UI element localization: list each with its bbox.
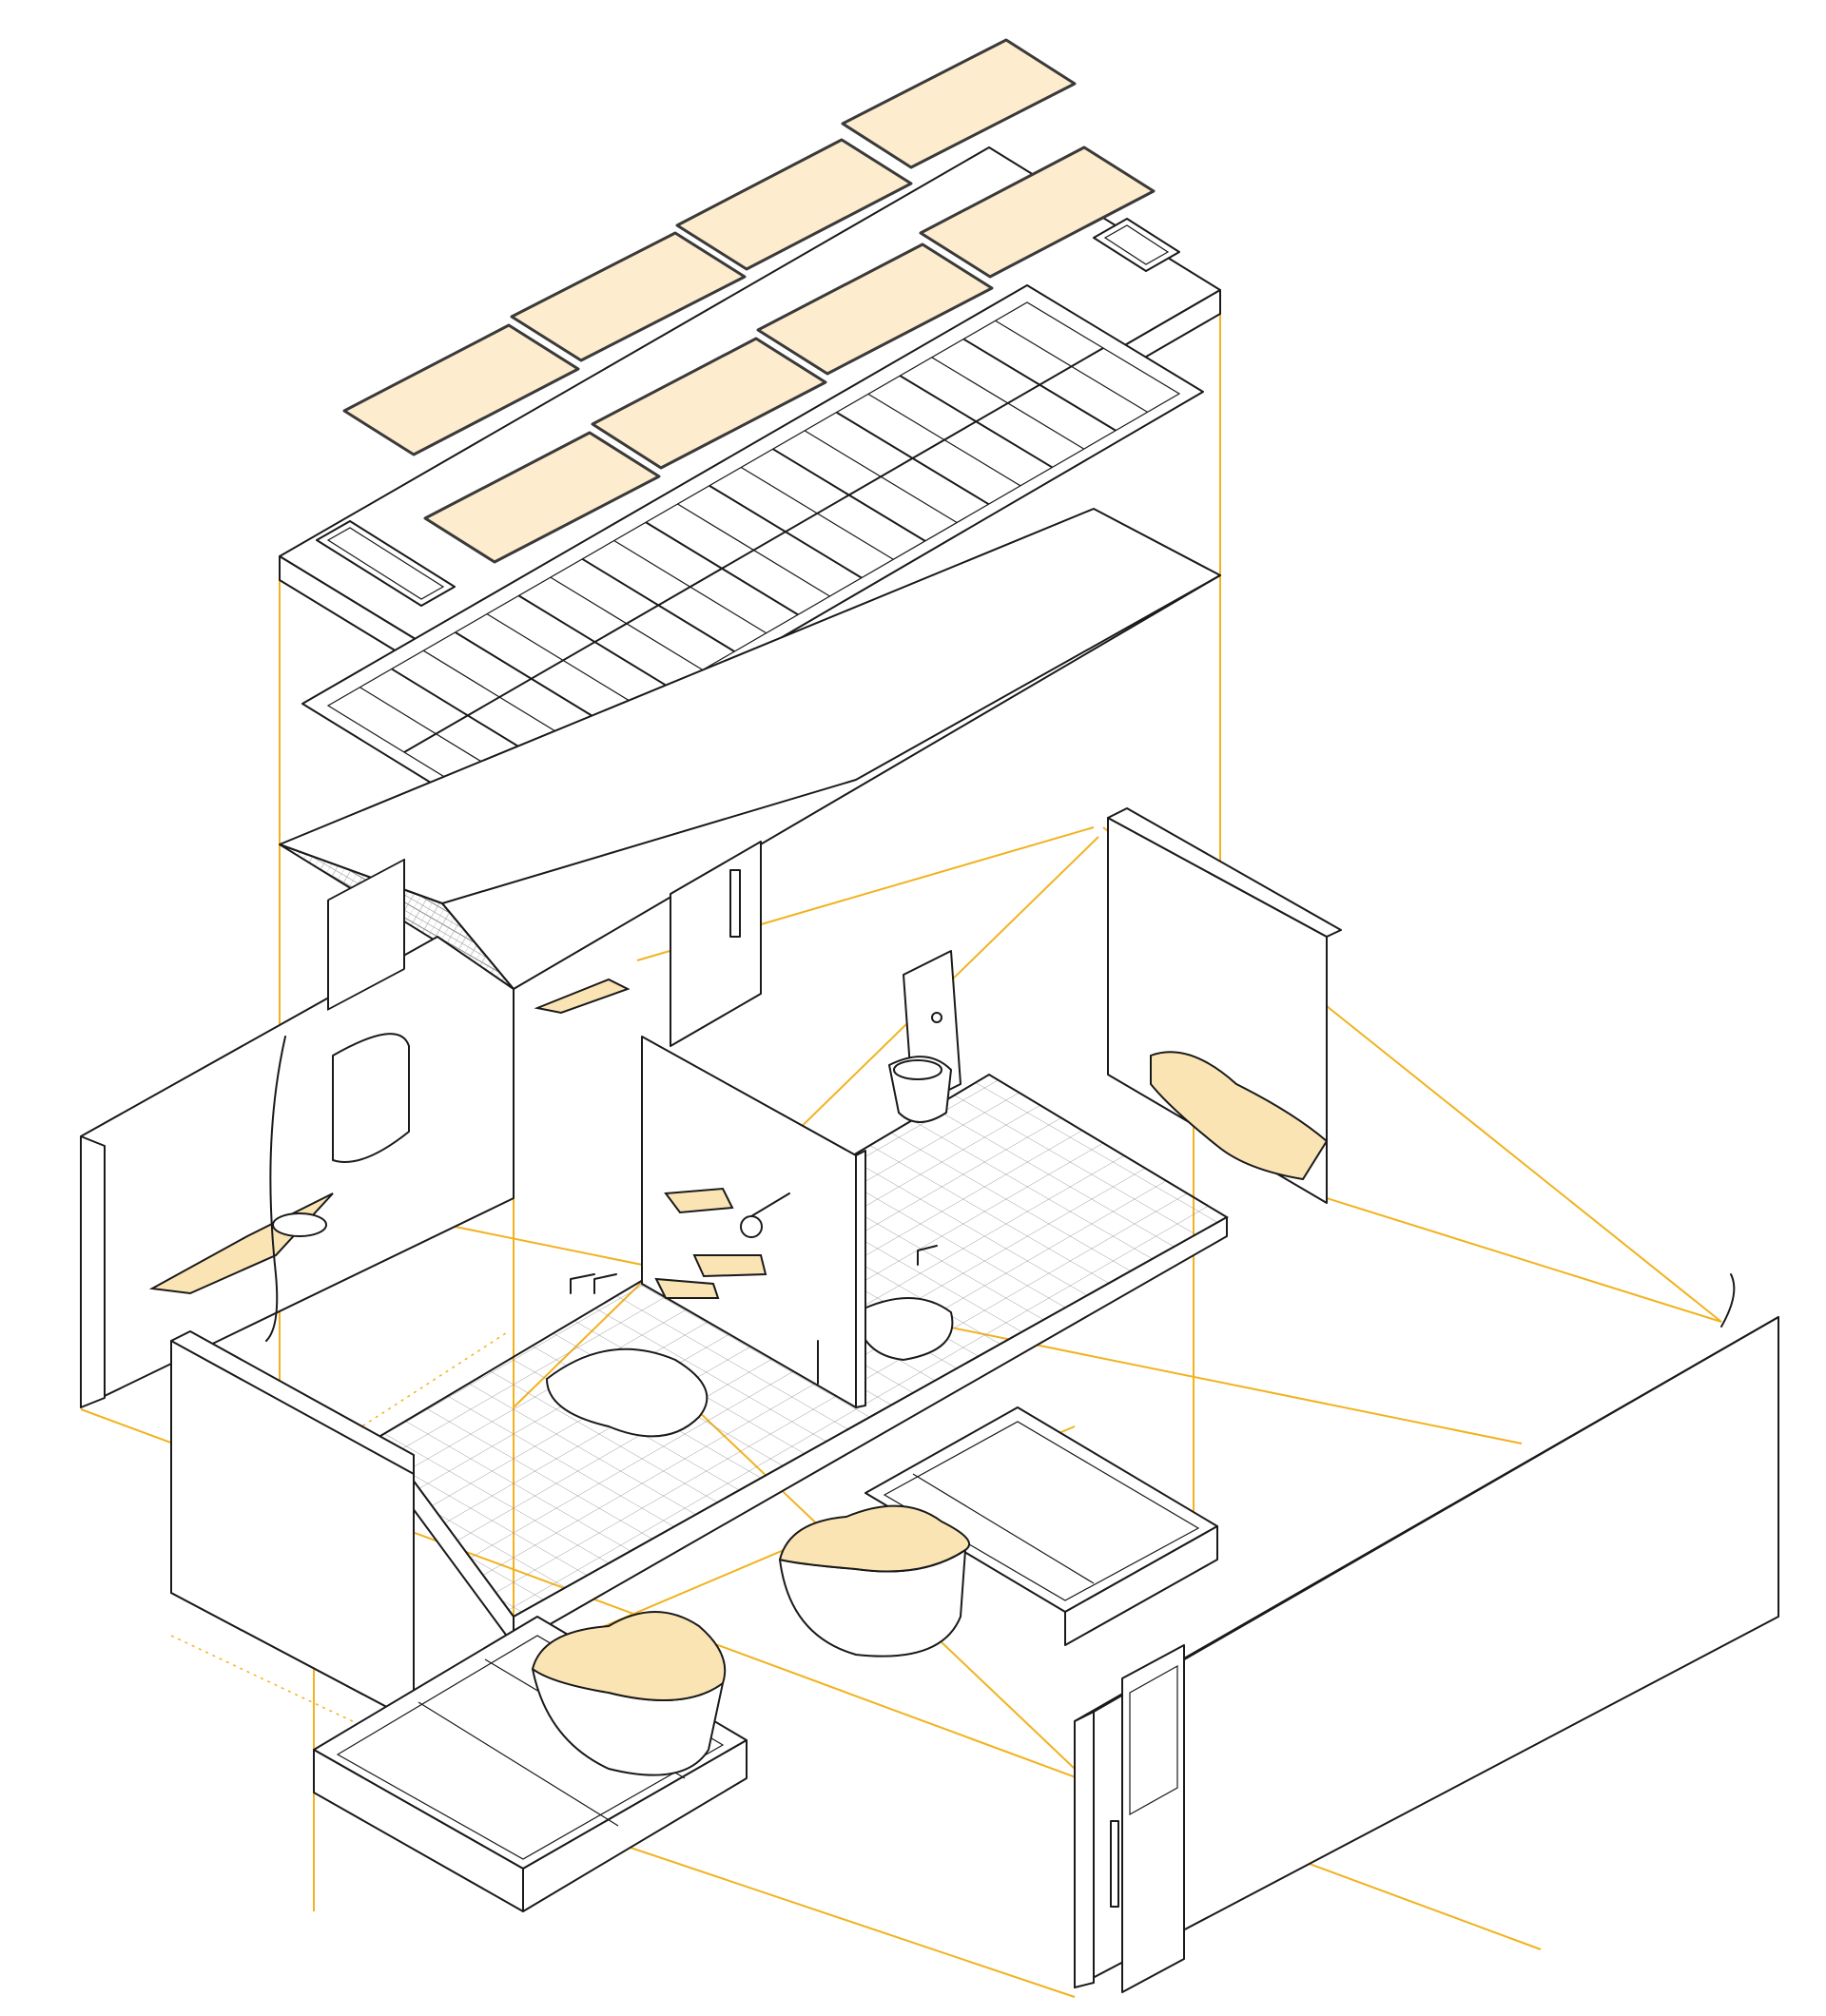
vessel-basin (272, 1212, 327, 1237)
faucet-left-2 (593, 1273, 617, 1294)
wall-hung-toilet (888, 950, 962, 1123)
floating-bench (1150, 1051, 1329, 1181)
roof-vent-left (316, 520, 456, 607)
back-door-handle (729, 869, 741, 938)
guide-bench-diag (1326, 1197, 1722, 1323)
entry-door-glass (1129, 1664, 1178, 1816)
central-shower-partition (641, 1036, 866, 1408)
back-door[interactable] (670, 841, 762, 1047)
skylight-panel (342, 323, 580, 456)
bench-wall-edge (1107, 807, 1342, 938)
frame-center-rail (403, 347, 1104, 753)
faucet-left (570, 1273, 595, 1294)
sink-left (531, 1611, 727, 1776)
partition-shelf-3 (654, 1277, 720, 1299)
sink-left-top (531, 1611, 727, 1701)
curved-screen (265, 1036, 286, 1342)
sink-cutout-left (546, 1347, 709, 1438)
bench-wall (1107, 807, 1342, 1204)
toilet-seat (893, 1059, 942, 1080)
skylight-panel (756, 242, 994, 376)
mesh-ceiling-crease (441, 574, 1221, 904)
left-wall-back (80, 936, 515, 1408)
roof-vent-right (1093, 218, 1180, 272)
entry-door-frame (1121, 1644, 1185, 1993)
faucets (570, 1245, 938, 1294)
skylight-panel (841, 38, 1077, 169)
front-left-wall (170, 1330, 415, 1722)
entry-door[interactable] (1110, 1644, 1185, 1993)
enclosure-top-edge (1093, 1316, 1779, 1713)
wall-shelf-upper (534, 978, 631, 1015)
skylight-panel (675, 138, 913, 271)
enclosure-edge (1074, 1711, 1095, 1988)
mirror-wall-with-basin (80, 858, 631, 1408)
skylight-panel (919, 145, 1156, 279)
skylight-panel (510, 231, 747, 362)
partition-shelf-2 (692, 1254, 767, 1278)
rain-shower-head (740, 1215, 763, 1238)
guide-dashed-left-2 (170, 1635, 515, 1798)
roof-skylight-panels (342, 38, 1156, 564)
sink-cutout-right (855, 1297, 954, 1361)
frame-inner (326, 301, 1181, 800)
partition-shelf-1 (664, 1187, 734, 1214)
sink-right (778, 1504, 971, 1657)
mirror-panel (327, 858, 405, 1011)
sink-right-top (778, 1504, 971, 1573)
freeform-sinks (531, 1504, 971, 1776)
tray-divider (912, 1473, 1095, 1584)
left-wall-side (80, 1135, 106, 1408)
partition-edge (855, 1150, 866, 1408)
faucet-right (917, 1245, 938, 1266)
shower-arm (750, 1192, 790, 1217)
flush-button (931, 1012, 942, 1023)
round-mirror (332, 1033, 410, 1163)
enclosure-curved-corner (1720, 1273, 1736, 1328)
tray-upper-right (864, 1406, 1218, 1646)
skylight-panel (423, 431, 661, 564)
outer-enclosure-with-door (1074, 1273, 1779, 1993)
guide-dashed-left (170, 1330, 510, 1551)
skylight-panel (591, 337, 827, 470)
entry-door-handle (1110, 1820, 1119, 1908)
